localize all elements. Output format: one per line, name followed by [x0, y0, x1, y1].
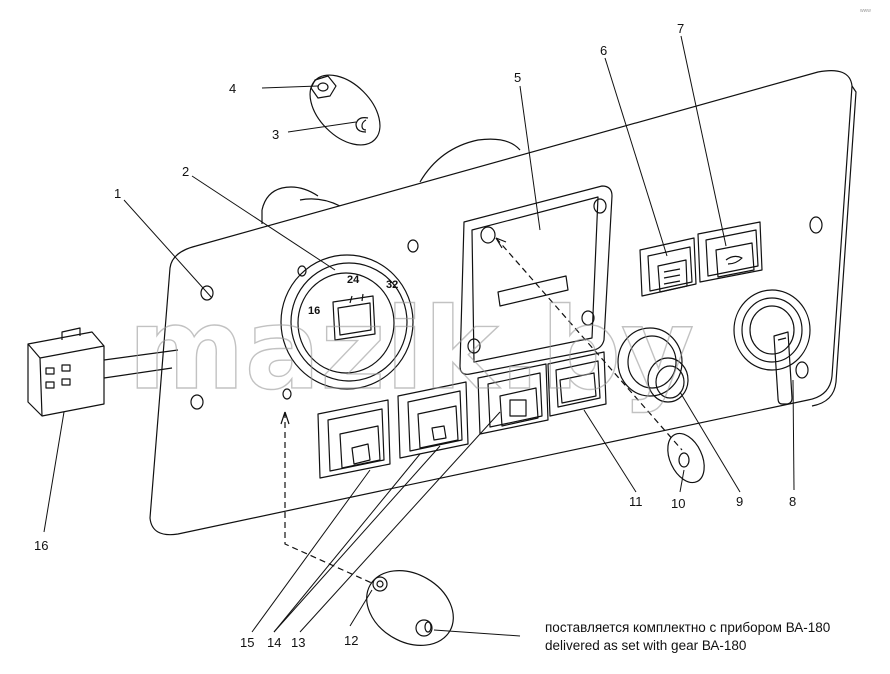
indicator-module: [459, 185, 613, 375]
corner-mark: www: [860, 8, 871, 14]
callout-1: 1: [114, 186, 121, 201]
assembly-lines: [284, 237, 683, 585]
callout-5: 5: [514, 70, 521, 85]
switch-7: [697, 221, 763, 283]
mounting-holes: [190, 216, 823, 410]
callout-13: 13: [291, 635, 305, 650]
watermark-text: mazik.by: [128, 285, 694, 415]
note-english: delivered as set with gear ВА-180: [545, 638, 746, 653]
bushing-item-12: [366, 570, 454, 646]
switch-11: [547, 351, 607, 417]
nut-item-4: [309, 74, 381, 146]
callout-9: 9: [736, 494, 743, 509]
screw-item-10: [667, 432, 705, 484]
note-russian: поставляется комплектно с прибором ВА-18…: [545, 620, 830, 635]
callout-15: 15: [240, 635, 254, 650]
panel-plate: [149, 70, 853, 536]
washer-item-3: [355, 117, 369, 133]
switch-15: [317, 399, 391, 479]
callout-14: 14: [267, 635, 281, 650]
callout-2: 2: [182, 164, 189, 179]
panel-plate-edge: [811, 85, 857, 407]
callout-16: 16: [34, 538, 48, 553]
electrical-connector: [27, 327, 179, 417]
gauge-tick-16: 16: [308, 305, 320, 317]
callout-6: 6: [600, 43, 607, 58]
switch-6: [639, 237, 697, 297]
pressure-gauge: [280, 239, 419, 400]
assembly-arrow-head: [280, 411, 290, 425]
switch-13: [477, 363, 549, 435]
switch-14: [397, 381, 469, 459]
push-button: [617, 327, 689, 403]
callout-4: 4: [229, 81, 236, 96]
leader-lines: [43, 35, 795, 637]
assembly-arrow-head-2: [495, 237, 507, 249]
toggle-switch: [733, 289, 811, 405]
gauge-tick-24: 24: [347, 274, 360, 286]
rear-boss: [261, 138, 521, 224]
callout-8: 8: [789, 494, 796, 509]
callout-11: 11: [629, 494, 643, 509]
callout-3: 3: [272, 127, 279, 142]
callout-12: 12: [344, 633, 358, 648]
callout-7: 7: [677, 21, 684, 36]
gauge-tick-32: 32: [386, 279, 398, 291]
callout-10: 10: [671, 496, 685, 511]
